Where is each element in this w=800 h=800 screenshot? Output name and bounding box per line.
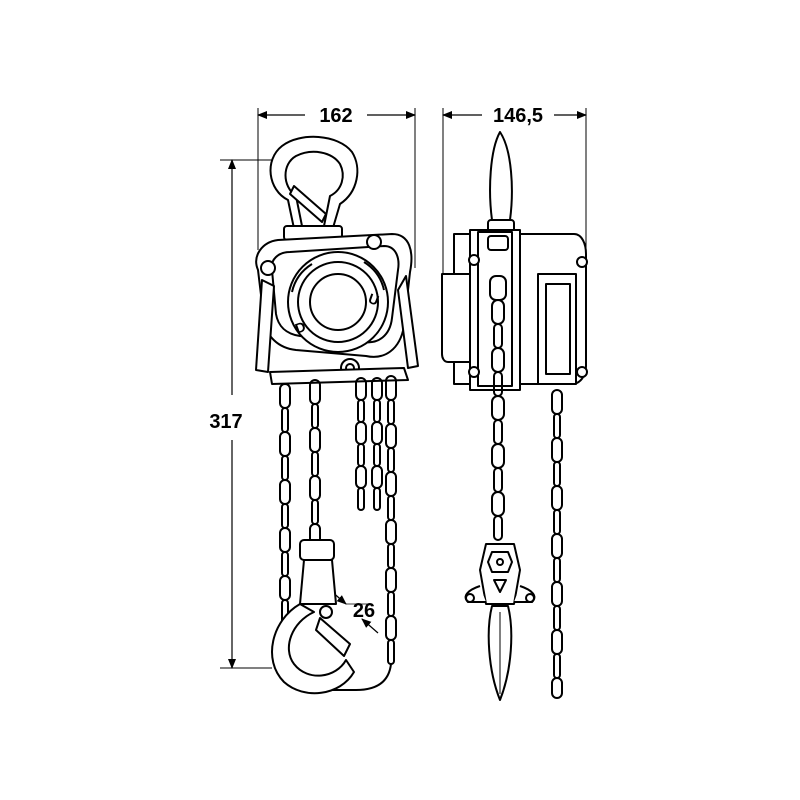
dimension-width-side-label: 146,5	[493, 105, 543, 127]
dimension-height: 317	[209, 159, 288, 669]
side-view	[441, 131, 588, 701]
front-view: D U	[255, 135, 419, 695]
side-bolt-icon	[468, 254, 480, 266]
side-bolt-icon	[576, 256, 588, 268]
side-bottom-hook	[464, 543, 536, 701]
hoist-housing: D U	[255, 233, 419, 385]
dimension-height-label: 317	[209, 411, 242, 433]
hand-chain-loop	[330, 375, 397, 691]
dimension-width-front-label: 162	[319, 105, 352, 127]
housing-bolt-icon	[366, 234, 382, 250]
side-housing	[441, 229, 588, 391]
side-hand-chain	[551, 389, 563, 699]
top-hook	[269, 135, 359, 241]
load-chain-left	[279, 383, 291, 625]
side-load-chain	[491, 299, 505, 541]
dimension-width-side: 146,5	[442, 105, 587, 275]
dimension-width-front: 162	[257, 105, 416, 268]
side-top-hook	[487, 131, 515, 235]
load-chain-middle	[309, 379, 321, 549]
side-bolt-icon	[576, 366, 588, 378]
dimension-hook-opening-label: 26	[353, 600, 375, 622]
housing-bolt-icon	[260, 260, 276, 276]
dimension-hook-opening: 26	[329, 589, 379, 634]
side-bolt-icon	[468, 366, 480, 378]
bottom-hook	[271, 539, 355, 695]
